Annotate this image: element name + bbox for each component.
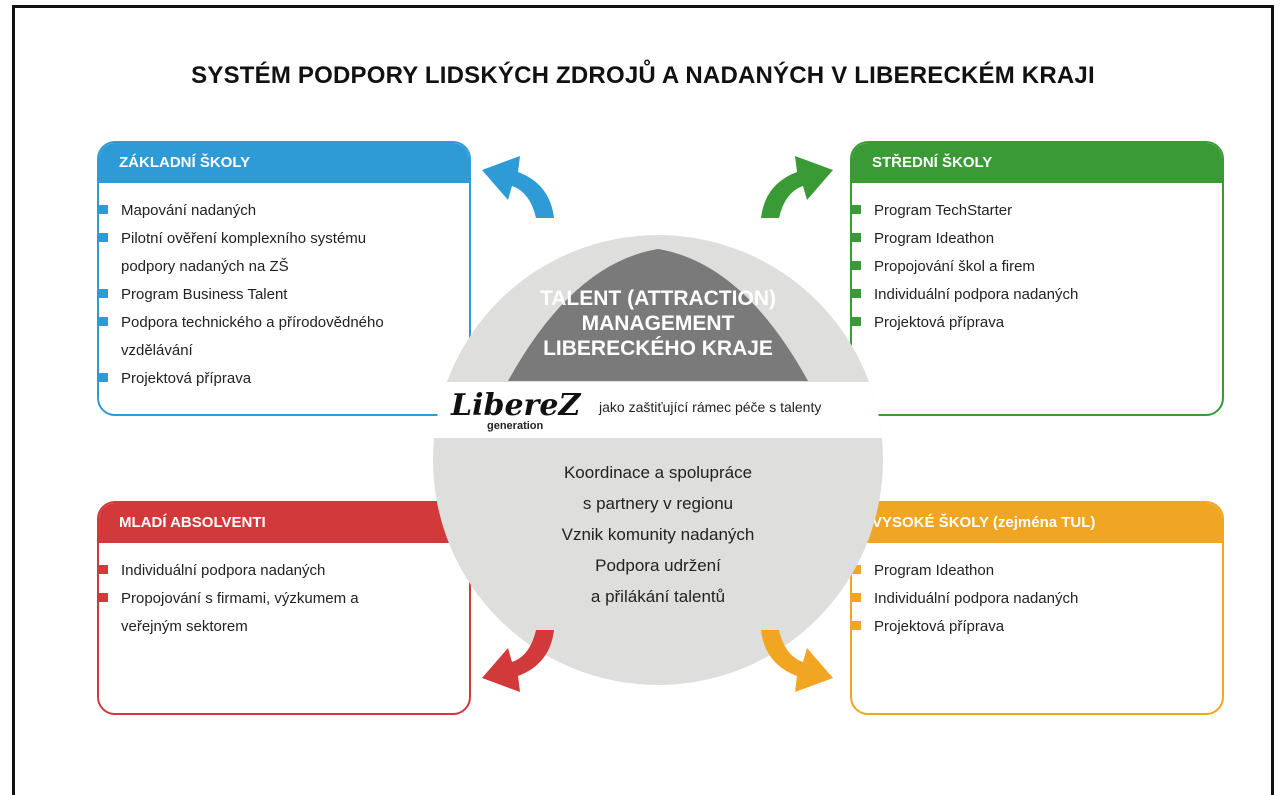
bullet-square-icon: [852, 593, 861, 602]
list-item: Program Ideathon: [852, 225, 1212, 253]
curved-arrow-icon: [761, 156, 833, 218]
box-mladi-absolventi: MLADÍ ABSOLVENTI Individuální podpora na…: [97, 501, 471, 715]
list-item: Individuální podpora nadaných: [852, 281, 1212, 309]
bullet-square-icon: [852, 565, 861, 574]
bullet-square-icon: [99, 205, 108, 214]
bullet-square-icon: [99, 373, 108, 382]
box-heading: MLADÍ ABSOLVENTI: [99, 503, 469, 543]
curved-arrow-icon: [761, 630, 833, 692]
liberez-logo: LibereZ: [451, 388, 581, 423]
bullet-square-icon: [99, 289, 108, 298]
bullet-square-icon: [852, 205, 861, 214]
bullet-square-icon: [852, 621, 861, 630]
list-item: Projektová příprava: [99, 365, 459, 393]
list-item: Propojování s firmami, výzkumem a veřejn…: [99, 585, 401, 641]
bullet-square-icon: [852, 289, 861, 298]
item-list: Individuální podpora nadaných Propojován…: [99, 543, 469, 641]
talent-management-title: TALENT (ATTRACTION) MANAGEMENT LIBERECKÉ…: [539, 287, 776, 360]
list-item: Program Business Talent: [99, 281, 459, 309]
list-item: Projektová příprava: [852, 613, 1212, 641]
bullet-square-icon: [99, 593, 108, 602]
box-heading: VYSOKÉ ŠKOLY (zejména TUL): [852, 503, 1222, 543]
bullet-square-icon: [852, 261, 861, 270]
bullet-square-icon: [99, 565, 108, 574]
list-item: Mapování nadaných: [99, 197, 459, 225]
talent-management-banner: [508, 249, 808, 381]
liberez-tagline: jako zaštiťující rámec péče s talenty: [599, 399, 822, 415]
curved-arrow-icon: [482, 156, 554, 218]
list-item: Projektová příprava: [852, 309, 1212, 337]
curved-arrow-icon: [482, 630, 554, 692]
liberez-logo-sub: generation: [487, 420, 544, 432]
liberez-band: LibereZ generation jako zaštiťující ráme…: [433, 382, 883, 438]
bullet-square-icon: [99, 317, 108, 326]
list-item: Individuální podpora nadaných: [852, 585, 1212, 613]
list-item: Pilotní ověření komplexního systému podp…: [99, 225, 421, 281]
item-list: Program TechStarter Program Ideathon Pro…: [852, 183, 1222, 337]
list-item: Program TechStarter: [852, 197, 1212, 225]
list-item: Propojování škol a firem: [852, 253, 1212, 281]
box-vysoke-skoly: VYSOKÉ ŠKOLY (zejména TUL) Program Ideat…: [850, 501, 1224, 715]
item-list: Program Ideathon Individuální podpora na…: [852, 543, 1222, 641]
box-stredni-skoly: STŘEDNÍ ŠKOLY Program TechStarter Progra…: [850, 141, 1224, 416]
bullet-square-icon: [852, 233, 861, 242]
coordination-text: Koordinace a spolupráce s partnery v reg…: [561, 463, 755, 606]
center-circle: TALENT (ATTRACTION) MANAGEMENT LIBERECKÉ…: [433, 235, 883, 685]
list-item: Podpora technického a přírodovědného vzd…: [99, 309, 431, 365]
box-heading: STŘEDNÍ ŠKOLY: [852, 143, 1222, 183]
list-item: Individuální podpora nadaných: [99, 557, 459, 585]
box-heading: ZÁKLADNÍ ŠKOLY: [99, 143, 469, 183]
bullet-square-icon: [99, 233, 108, 242]
page-title: SYSTÉM PODPORY LIDSKÝCH ZDROJŮ A NADANÝC…: [191, 62, 1095, 89]
item-list: Mapování nadaných Pilotní ověření komple…: [99, 183, 469, 393]
bullet-square-icon: [852, 317, 861, 326]
box-zakladni-skoly: ZÁKLADNÍ ŠKOLY Mapování nadaných Pilotní…: [97, 141, 471, 416]
list-item: Program Ideathon: [852, 557, 1212, 585]
